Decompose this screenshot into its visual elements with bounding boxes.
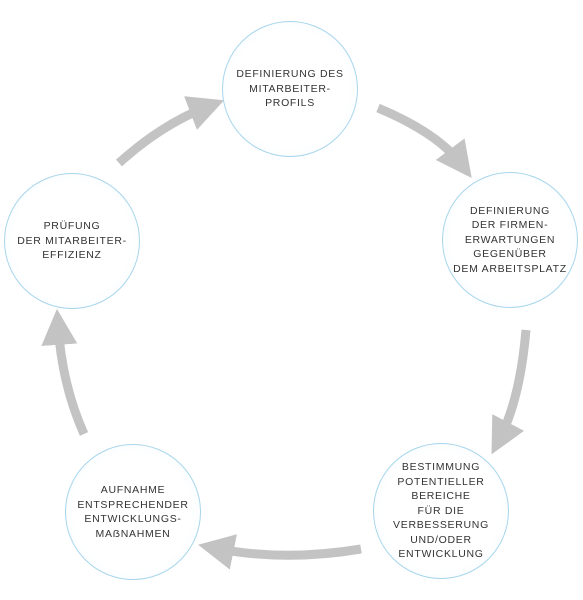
node-verbesserungsbereiche: BESTIMMUNG POTENTIELLER BEREICHE FÜR DIE… bbox=[373, 443, 509, 579]
node-label: DEFINIERUNG DES MITARBEITER- PROFILS bbox=[236, 68, 344, 110]
node-mitarbeiter-profil: DEFINIERUNG DES MITARBEITER- PROFILS bbox=[222, 21, 358, 157]
node-entwicklungsmassnahmen: AUFNAHME ENTSPRECHENDER ENTWICKLUNGS- MA… bbox=[65, 444, 201, 580]
node-label: PRÜFUNG DER MITARBEITER- EFFIZIENZ bbox=[17, 220, 127, 262]
arrow-expectations-to-areas bbox=[491, 329, 531, 455]
arrow-areas-to-measures bbox=[198, 534, 362, 570]
node-label: DEFINIERUNG DER FIRMEN- ERWARTUNGEN GEGE… bbox=[453, 204, 567, 275]
arrow-efficiency-to-profile bbox=[115, 96, 225, 167]
arrow-profile-to-expectations bbox=[376, 103, 472, 178]
node-label: AUFNAHME ENTSPRECHENDER ENTWICKLUNGS- MA… bbox=[77, 484, 189, 540]
node-label: BESTIMMUNG POTENTIELLER BEREICHE FÜR DIE… bbox=[393, 461, 489, 561]
arrow-measures-to-efficiency bbox=[41, 308, 89, 436]
node-mitarbeiter-effizienz: PRÜFUNG DER MITARBEITER- EFFIZIENZ bbox=[4, 173, 140, 309]
node-firmen-erwartungen: DEFINIERUNG DER FIRMEN- ERWARTUNGEN GEGE… bbox=[442, 172, 578, 308]
